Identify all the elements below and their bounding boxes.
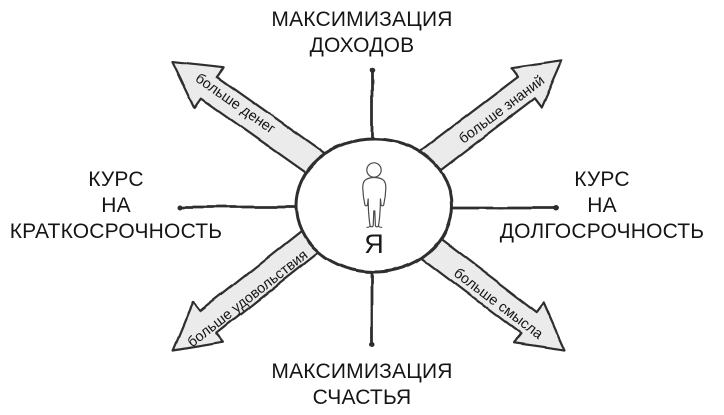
arrow-up-right-shape <box>408 59 564 182</box>
person-body <box>362 176 387 228</box>
spoke-left-end-dot <box>177 204 183 210</box>
axis-label-left-line3: КРАТКОСРОЧНОСТЬ <box>9 220 223 243</box>
axis-label-right: КУРС НА ДОЛГОСРОЧНОСТЬ <box>482 167 722 245</box>
axis-label-left-line2: НА <box>101 194 131 217</box>
center-self-label: Я <box>364 229 384 259</box>
axis-label-bottom-line1: МАКСИМИЗАЦИЯ <box>271 360 453 383</box>
axis-label-top-line2: ДОХОДОВ <box>309 34 415 57</box>
person-left-foot <box>366 225 371 228</box>
axis-label-bottom: МАКСИМИЗАЦИЯ СЧАСТЬЯ <box>212 359 512 411</box>
axis-label-left-line1: КУРС <box>88 168 144 191</box>
axis-label-top-line1: МАКСИМИЗАЦИЯ <box>271 8 453 31</box>
arrow-down-right-shape <box>410 228 567 352</box>
spoke-right-end-dot <box>553 205 559 211</box>
arrow-down-left-shape <box>171 220 332 352</box>
person-head <box>366 162 382 178</box>
axis-label-top: МАКСИМИЗАЦИЯ ДОХОДОВ <box>212 7 512 59</box>
person-right-foot <box>377 225 383 228</box>
axis-label-bottom-line2: СЧАСТЬЯ <box>312 386 412 409</box>
arrow-up-left-shape <box>171 60 343 189</box>
axis-label-left: КУРС НА КРАТКОСРОЧНОСТЬ <box>0 167 236 245</box>
spoke-bottom-end-dot <box>369 342 375 348</box>
axis-label-right-line3: ДОЛГОСРОЧНОСТЬ <box>499 220 705 243</box>
axis-label-right-line2: НА <box>587 194 617 217</box>
axis-label-right-line1: КУРС <box>574 168 630 191</box>
spoke-top-end-dot <box>369 67 375 73</box>
person-icon <box>362 162 387 228</box>
